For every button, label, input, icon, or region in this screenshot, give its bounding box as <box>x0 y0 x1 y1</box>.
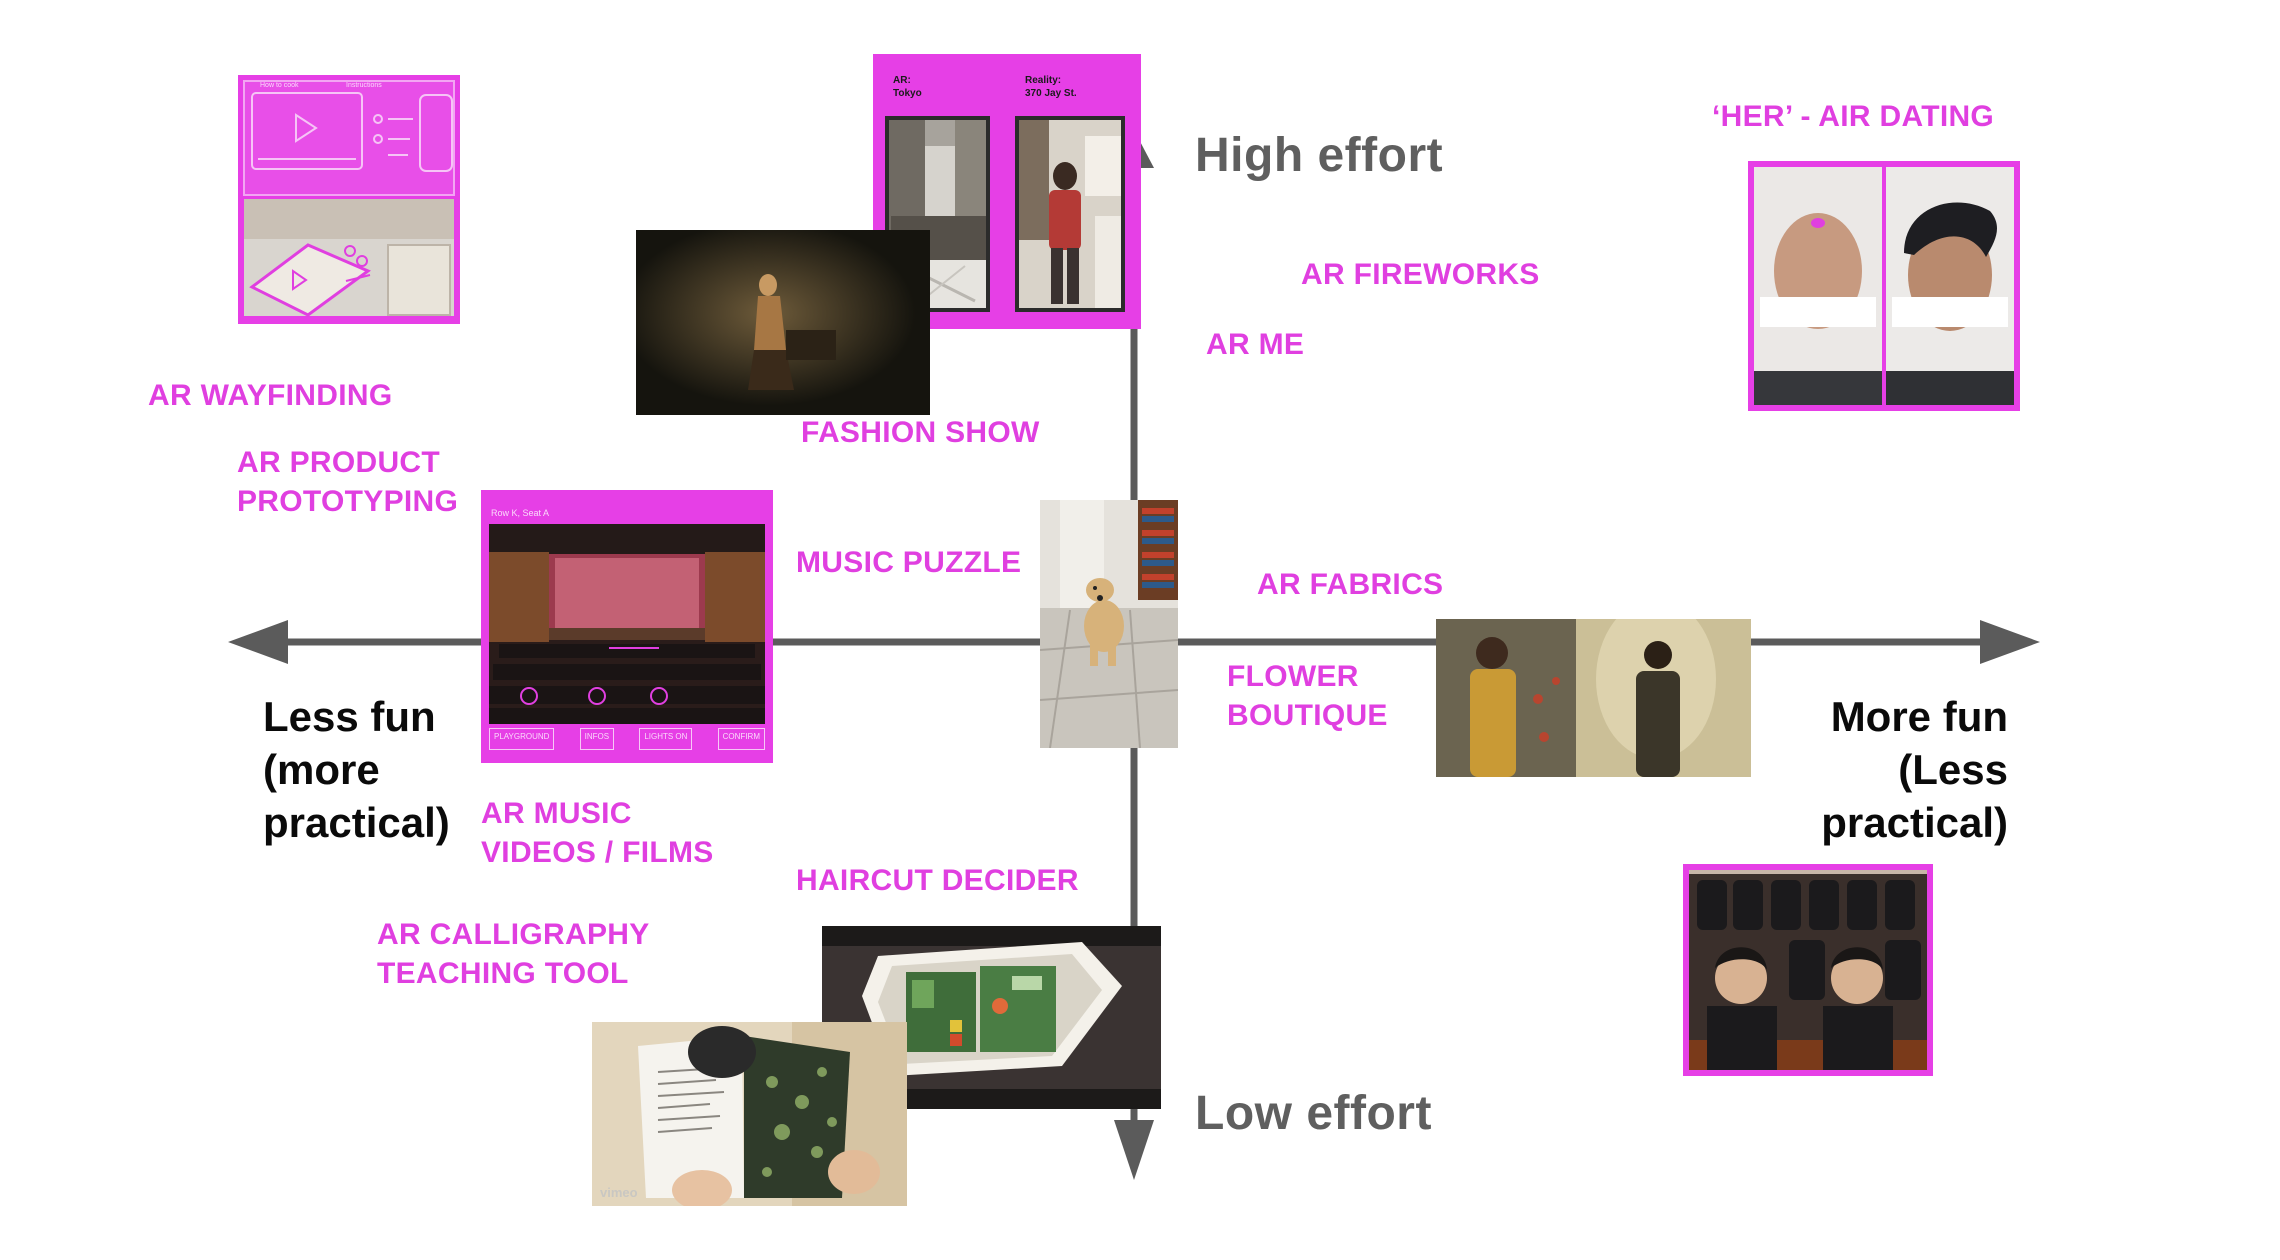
left-arrowhead <box>228 620 288 664</box>
label-ar-calligraphy-line-1: AR CALLIGRAPHY <box>377 918 650 951</box>
reality-office-photo <box>1015 116 1125 312</box>
label-flower-boutique: FLOWER BOUTIQUE <box>1227 657 1388 735</box>
label-ar-music-videos: AR MUSIC VIDEOS / FILMS <box>481 794 714 872</box>
label-ar-music-line-2: VIDEOS / FILMS <box>481 836 714 869</box>
more-fun-line-3: practical) <box>1821 799 2008 846</box>
label-ar-calligraphy-line-2: TEACHING TOOL <box>377 957 629 990</box>
tokyo-street-photo <box>885 116 990 312</box>
lights-on-button: LIGHTS ON <box>639 728 693 750</box>
cooking-sketch-image: How to cook Instructions <box>238 75 460 324</box>
sketch-note: Instructions <box>346 82 382 89</box>
infos-button: INFOS <box>579 728 615 750</box>
more-fun-line-2: (Less <box>1898 746 2008 793</box>
more-fun-line-1: More fun <box>1830 693 2008 740</box>
label-flower-line-1: FLOWER <box>1227 660 1359 693</box>
theater-row-note: Row K, Seat A <box>491 508 550 518</box>
confirm-button: CONFIRM <box>717 728 765 750</box>
sketch-title: How to cook <box>260 82 299 89</box>
label-ar-fireworks: AR FIREWORKS <box>1301 258 1540 291</box>
more-fun-label: More fun (Less practical) <box>1821 690 2008 849</box>
tokyo-right-caption: Reality: 370 Jay St. <box>1025 74 1077 100</box>
less-fun-label: Less fun (more practical) <box>263 690 450 849</box>
backpacks-image <box>1683 864 1933 1076</box>
label-haircut-decider: HAIRCUT DECIDER <box>796 864 1079 897</box>
air-dating-image <box>1748 161 2020 411</box>
high-effort-label: High effort <box>1195 129 1444 182</box>
ar-fabrics-photo <box>1436 619 1751 777</box>
low-effort-label: Low effort <box>1195 1087 1432 1140</box>
label-music-puzzle: MUSIC PUZZLE <box>796 546 1022 579</box>
right-arrowhead <box>1980 620 2040 664</box>
tokyo-left-sub: Tokyo <box>893 88 922 99</box>
label-ar-product-prototyping: AR PRODUCT PROTOTYPING <box>237 443 458 521</box>
tokyo-right-sub: 370 Jay St. <box>1025 88 1077 99</box>
label-ar-wayfinding: AR WAYFINDING <box>148 379 393 412</box>
backpacks-photo <box>1689 870 1927 1070</box>
vimeo-watermark: vimeo <box>600 1185 638 1200</box>
down-arrowhead <box>1114 1120 1154 1180</box>
label-ar-music-line-1: AR MUSIC <box>481 797 632 830</box>
less-fun-line-2: (more <box>263 746 380 793</box>
fashion-show-image <box>636 230 930 415</box>
music-puzzle-ar-image <box>822 926 1161 1109</box>
label-ar-calligraphy: AR CALLIGRAPHY TEACHING TOOL <box>377 915 650 993</box>
less-fun-line-1: Less fun <box>263 693 436 740</box>
label-ar-product-line-1: AR PRODUCT <box>237 446 440 479</box>
cooking-sketch-drawing <box>243 80 455 317</box>
calligraphy-book-photo <box>592 1022 907 1206</box>
tokyo-left-caption: AR: Tokyo <box>893 74 922 100</box>
label-ar-me: AR ME <box>1206 328 1305 361</box>
label-her-air-dating: ‘HER’ - AIR DATING <box>1712 100 1995 133</box>
tokyo-right-title: Reality: <box>1025 75 1062 86</box>
ar-dog-image <box>1040 500 1178 748</box>
label-flower-line-2: BOUTIQUE <box>1227 699 1388 732</box>
label-ar-product-line-2: PROTOTYPING <box>237 485 459 518</box>
theater-photo <box>489 524 765 724</box>
theater-button-row: PLAYGROUND INFOS LIGHTS ON CONFIRM <box>489 728 765 750</box>
ar-fabrics-image <box>1436 619 1751 777</box>
ar-dog-photo <box>1040 500 1178 748</box>
playground-button: PLAYGROUND <box>489 728 555 750</box>
tokyo-left-title: AR: <box>893 75 911 86</box>
theater-seat-image: Row K, Seat A PLAYGROUND INFOS LIGHTS ON… <box>481 490 773 763</box>
label-fashion-show: FASHION SHOW <box>801 416 1040 449</box>
less-fun-line-3: practical) <box>263 799 450 846</box>
fashion-show-photo <box>636 230 930 415</box>
label-ar-fabrics: AR FABRICS <box>1257 568 1444 601</box>
air-dating-photo <box>1754 167 2014 405</box>
calligraphy-book-image: vimeo <box>592 1022 907 1206</box>
